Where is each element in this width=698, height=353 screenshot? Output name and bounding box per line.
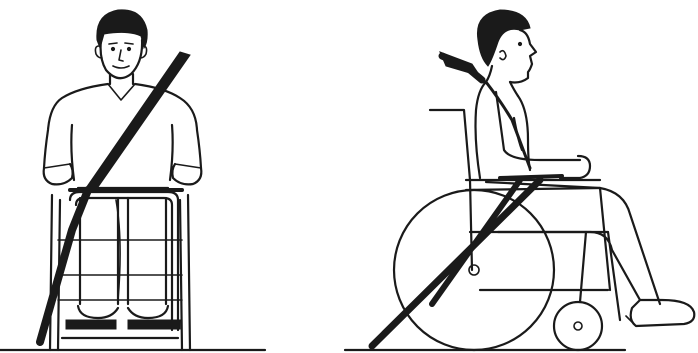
front-left-footplate: [66, 320, 116, 329]
front-hair: [97, 10, 147, 48]
front-shoulder-belt: [86, 52, 190, 190]
side-hair: [477, 10, 530, 66]
side-face: [510, 30, 536, 83]
side-large-wheel: [394, 190, 554, 350]
side-lap-belt-rear: [432, 180, 520, 304]
front-right-shoulder: [135, 84, 201, 168]
front-right-footplate: [128, 320, 180, 329]
front-left-shoulder: [44, 84, 108, 168]
side-shoe: [631, 300, 695, 326]
side-caster-wheel: [554, 302, 602, 350]
front-face: [101, 40, 143, 78]
side-lap-belt-front: [372, 180, 540, 346]
front-view-panel: [0, 10, 265, 350]
side-wheelchair-frame: [430, 110, 620, 320]
side-person: [476, 10, 695, 326]
side-view-panel: [345, 10, 694, 350]
